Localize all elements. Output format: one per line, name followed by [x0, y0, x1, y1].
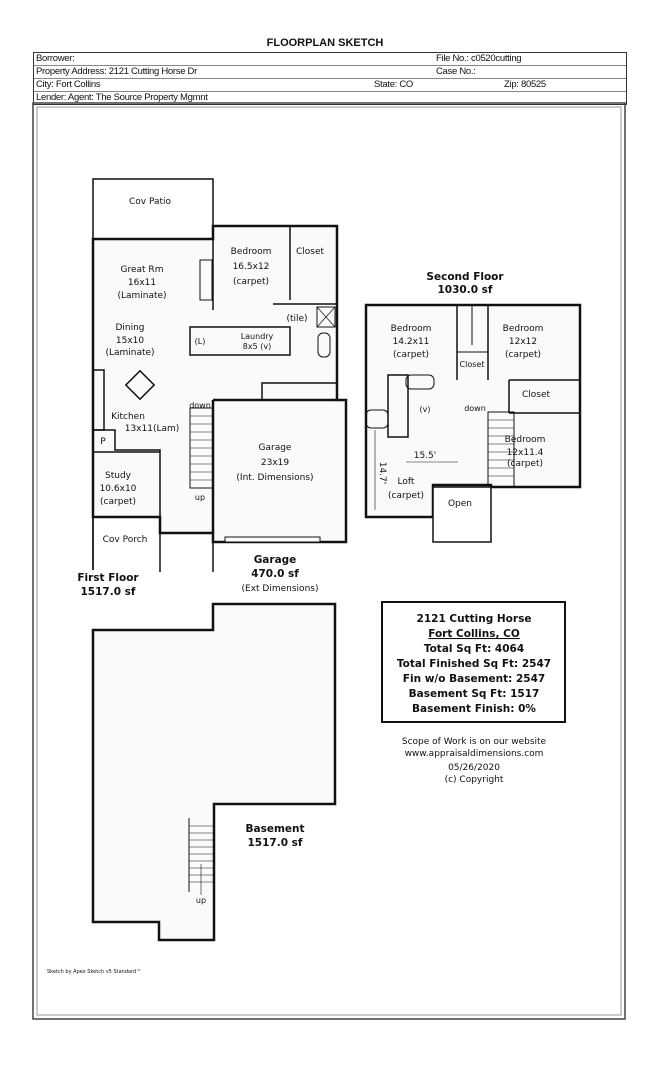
sketch-credit: Sketch by Apex Sketch v5 Standard™ [47, 969, 141, 975]
property-address: Property Address: 2121 Cutting Horse Dr [36, 66, 197, 77]
summary-basement-finish: Basement Finish: 0% [412, 703, 536, 715]
page-title: FLOORPLAN SKETCH [266, 37, 384, 49]
garage-label: Garage [259, 443, 292, 453]
study-label: Study [105, 471, 132, 481]
basement-outline [91, 602, 337, 942]
garage-size: 23x19 [261, 458, 290, 468]
great-rm-size: 16x11 [128, 278, 156, 288]
garage-title: Garage [254, 554, 297, 566]
summary-basement-sqft: Basement Sq Ft: 1517 [409, 688, 540, 700]
basement-stairs-up-label: up [196, 896, 206, 905]
inner-frame [36, 106, 622, 1016]
second-floor-labels: Second Floor 1030.0 sf Bedroom 14.2x11 (… [377, 271, 550, 509]
stairs-up-label: up [195, 493, 205, 502]
summary-box: 2121 Cutting Horse Fort Collins, CO Tota… [381, 601, 566, 785]
summary-finished: Total Finished Sq Ft: 2547 [397, 658, 551, 670]
closet-label: Closet [296, 247, 325, 257]
date-note: 05/26/2020 [448, 763, 500, 773]
website-note: www.appraisaldimensions.com [405, 749, 544, 759]
second-stairs-down-label: down [464, 404, 486, 413]
first-floor-labels: Cov Patio Great Rm 16x11 (Laminate) Bedr… [77, 197, 324, 598]
kitchen-island [124, 369, 156, 401]
city: City: Fort Collins [36, 79, 101, 90]
summary-city: Fort Collins, CO [428, 628, 520, 640]
kitchen-size: 13x11(Lam) [125, 424, 180, 434]
second-floor-outline [364, 303, 582, 519]
great-rm-floor: (Laminate) [117, 291, 166, 301]
cov-patio-label: Cov Patio [129, 197, 172, 207]
garage-area: 470.0 sf [251, 568, 299, 580]
tile-label: (tile) [286, 314, 307, 324]
open-label: Open [448, 499, 472, 509]
bedroom3-size: 12x11.4 [507, 448, 544, 458]
loft-width-dimension: 15.5' [414, 451, 437, 461]
case-no: Case No.: [436, 66, 476, 77]
second-floor [364, 303, 582, 543]
bedroom-floor: (carpet) [233, 277, 269, 287]
bedroom-size: 16.5x12 [233, 262, 270, 272]
bedroom-label: Bedroom [231, 247, 272, 257]
second-floor-area: 1030.0 sf [438, 284, 493, 296]
first-floor-area: 1517.0 sf [81, 586, 136, 598]
summary-address: 2121 Cutting Horse [417, 613, 532, 625]
bedroom1-size: 14.2x11 [393, 337, 430, 347]
loft-height-dimension: 14.7' [377, 462, 387, 485]
bedroom3-floor: (carpet) [507, 459, 543, 469]
open-area [432, 486, 492, 543]
outer-frame [32, 102, 626, 1020]
dining-label: Dining [115, 323, 144, 333]
second-floor-stairs [487, 411, 515, 488]
closet-bedroom3-label: Closet [522, 390, 551, 400]
first-floor-title: First Floor [77, 572, 139, 584]
bedroom2-floor: (carpet) [505, 350, 541, 360]
bedroom1-floor: (carpet) [393, 350, 429, 360]
first-floor [91, 178, 348, 572]
state: State: CO [374, 79, 414, 90]
bedroom2-label: Bedroom [503, 324, 544, 334]
study-size: 10.6x10 [100, 484, 137, 494]
borrower: Borrower: [36, 53, 75, 64]
bath-block [387, 374, 409, 438]
closet-hall-label: Closet [460, 360, 485, 369]
garage-note: (Int. Dimensions) [236, 473, 313, 483]
study-floor: (carpet) [100, 497, 136, 507]
stairs-down-label: down [189, 401, 211, 410]
copyright-note: (c) Copyright [445, 775, 504, 785]
great-rm-label: Great Rm [121, 265, 164, 275]
file-no: File No.: c0520cutting [436, 53, 522, 64]
bath-v-label: (v) [420, 405, 431, 414]
scope-note: Scope of Work is on our website [402, 737, 547, 747]
laundry-label: Laundry [241, 332, 274, 341]
summary-fin-wo-basement: Fin w/o Basement: 2547 [403, 673, 545, 685]
laundry-block [189, 326, 291, 356]
bedroom2-size: 12x12 [509, 337, 537, 347]
bedroom3-label: Bedroom [505, 435, 546, 445]
kitchen-label: Kitchen [111, 412, 145, 422]
lender: Lender: Agent: The Source Property Mgmnt [36, 92, 208, 103]
second-floor-title: Second Floor [426, 271, 504, 283]
laundry-size: 8x5 (v) [243, 342, 271, 351]
l-label: (L) [195, 337, 206, 346]
dining-size: 15x10 [116, 336, 145, 346]
basement-area: 1517.0 sf [248, 837, 303, 849]
summary-total: Total Sq Ft: 4064 [424, 643, 524, 655]
dining-floor: (Laminate) [105, 348, 154, 358]
zip: Zip: 80525 [504, 79, 546, 90]
loft-label: Loft [398, 477, 415, 487]
pantry-label: P [100, 437, 106, 447]
basement-title: Basement [245, 823, 304, 835]
basement [91, 602, 337, 942]
garage-door [224, 536, 321, 543]
header-table: Borrower: File No.: c0520cutting Property… [33, 52, 627, 105]
garage-ext-note: (Ext Dimensions) [242, 584, 319, 594]
loft-floor: (carpet) [388, 491, 424, 501]
bedroom1-label: Bedroom [391, 324, 432, 334]
cov-porch-label: Cov Porch [103, 535, 148, 545]
cov-patio [92, 178, 214, 240]
